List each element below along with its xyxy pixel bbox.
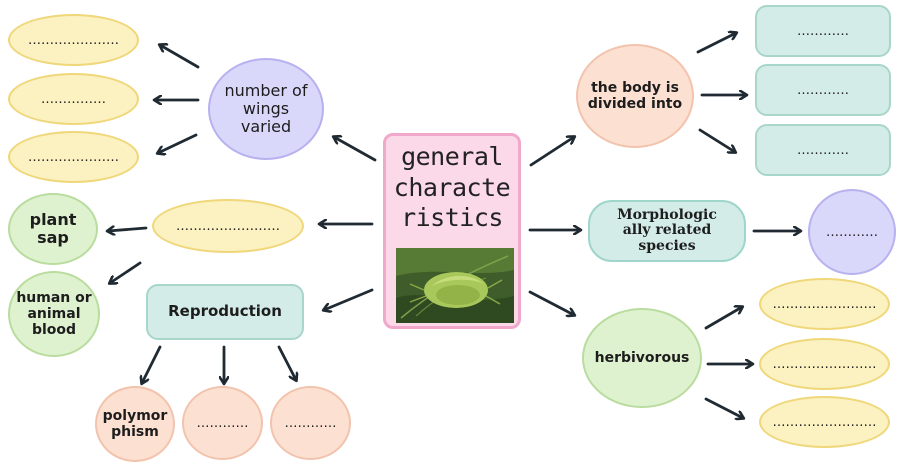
wings-blank-3[interactable]: ………………… xyxy=(8,131,139,183)
body-blank-3[interactable]: ………… xyxy=(755,124,891,176)
arrow-repro-1 xyxy=(142,347,160,383)
polymorphism-node: polymor phism xyxy=(95,386,175,462)
reproduction-blank-2[interactable]: ………… xyxy=(270,386,351,460)
morphologically-related-species-node: Morphologic ally related species xyxy=(588,200,746,262)
arrow-center-to-herbivorous xyxy=(530,292,574,315)
arrow-food-blood xyxy=(110,263,140,283)
arrow-herb-1 xyxy=(706,307,742,328)
herbivorous-node: herbivorous xyxy=(582,308,702,408)
central-topic-box: general characte ristics xyxy=(383,133,521,329)
arrow-food-plant xyxy=(108,228,146,231)
reproduction-blank-1[interactable]: ………… xyxy=(182,386,263,460)
arrow-body-3 xyxy=(700,130,735,152)
arrow-herb-3 xyxy=(706,399,743,418)
central-topic-title: general characte ristics xyxy=(386,142,518,234)
arrow-wings-3 xyxy=(158,135,196,153)
herbivorous-blank-3[interactable]: …………………… xyxy=(759,396,890,448)
arrow-center-to-body xyxy=(531,137,574,165)
herbivorous-blank-1[interactable]: …………………… xyxy=(759,278,890,330)
number-of-wings-node: number of wings varied xyxy=(208,58,324,160)
wings-blank-1[interactable]: ………………… xyxy=(8,14,139,66)
arrow-repro-3 xyxy=(279,347,296,380)
stink-bug-photo xyxy=(396,248,514,323)
herbivorous-blank-2[interactable]: …………………… xyxy=(759,338,890,390)
body-blank-2[interactable]: ………… xyxy=(755,64,891,116)
blood-node: human or animal blood xyxy=(8,271,100,357)
food-source-blank[interactable]: …………………… xyxy=(152,199,304,253)
body-blank-1[interactable]: ………… xyxy=(755,5,891,57)
reproduction-node: Reproduction xyxy=(146,284,304,340)
arrow-center-to-wings xyxy=(334,137,375,160)
body-divided-node: the body is divided into xyxy=(576,44,694,148)
arrow-body-1 xyxy=(698,33,736,52)
arrow-wings-1 xyxy=(160,45,198,67)
wings-blank-2[interactable]: …………… xyxy=(8,73,139,125)
arrow-center-to-reproduction xyxy=(324,290,372,310)
plant-sap-node: plant sap xyxy=(8,193,98,265)
morph-blank[interactable]: ………… xyxy=(808,189,896,275)
